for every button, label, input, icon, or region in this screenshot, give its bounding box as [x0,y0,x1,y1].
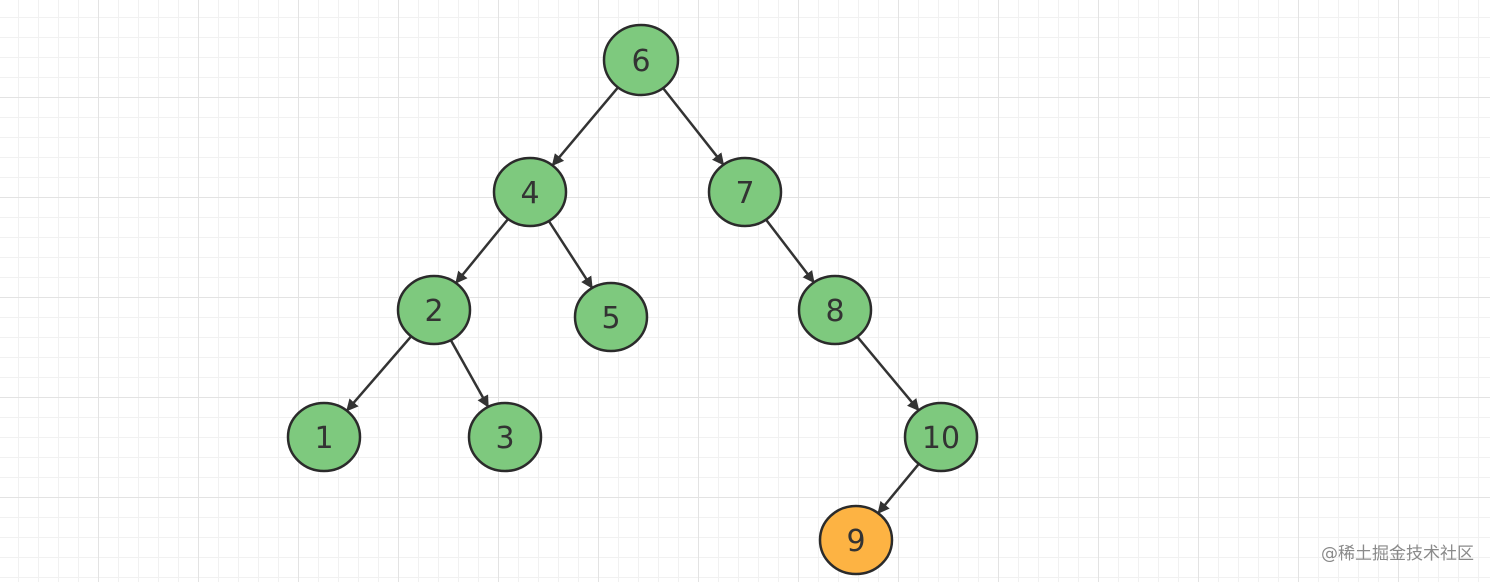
edge-n4-n5 [547,220,594,289]
tree-node-4: 4 [492,156,568,228]
node-circle [286,401,362,473]
node-circle [396,274,472,346]
edge-n7-n8 [765,218,815,284]
node-circle [797,274,873,346]
tree-node-1: 1 [286,401,362,473]
tree-node-10: 10 [903,401,979,473]
node-circle [707,156,783,228]
node-label: 5 [601,301,620,336]
node-circle [602,23,680,97]
tree-node-2: 2 [396,274,472,346]
tree-node-6: 6 [602,23,680,97]
edge-n10-n9 [877,463,920,514]
node-label: 7 [735,176,754,211]
edge-n2-n3 [449,339,490,408]
tree-node-9: 9 [818,504,894,576]
node-circle [492,156,568,228]
node-circle [573,281,649,353]
edge-n2-n1 [345,335,413,412]
node-label: 3 [495,421,514,456]
edges-layer [345,86,920,514]
edge-n6-n4 [551,86,619,167]
node-label: 10 [922,421,960,456]
edge-n6-n7 [662,87,725,166]
node-label: 9 [846,524,865,559]
edge-n4-n2 [454,218,510,284]
node-circle [903,401,979,473]
tree-node-8: 8 [797,274,873,346]
node-label: 8 [825,294,844,329]
watermark: @稀土掘金技术社区 [1321,544,1474,564]
node-circle [467,401,543,473]
node-circle [818,504,894,576]
node-label: 6 [631,44,650,79]
tree-node-7: 7 [707,156,783,228]
tree-node-3: 3 [467,401,543,473]
tree-node-5: 5 [573,281,649,353]
node-label: 2 [424,294,443,329]
nodes-layer: 6 4 7 2 5 8 1 3 10 9 [286,23,979,576]
edge-n8-n10 [856,335,920,412]
node-label: 4 [520,176,539,211]
node-label: 1 [314,421,333,456]
